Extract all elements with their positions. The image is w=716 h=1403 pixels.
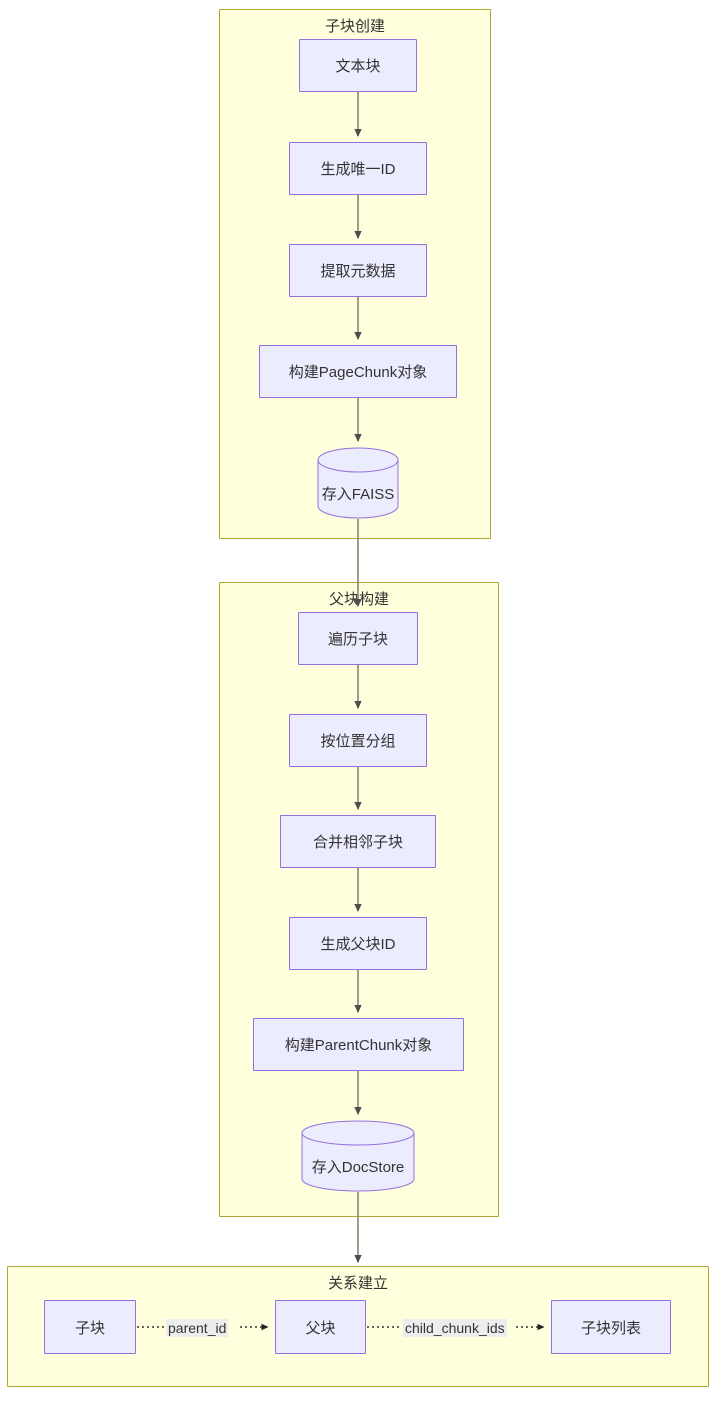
node-child-chunk-list[interactable]: 子块列表 xyxy=(551,1300,671,1354)
node-parent-chunk[interactable]: 父块 xyxy=(275,1300,366,1354)
node-child-chunk[interactable]: 子块 xyxy=(44,1300,136,1354)
node-label: 构建PageChunk对象 xyxy=(288,364,428,381)
node-extract-metadata[interactable]: 提取元数据 xyxy=(289,244,427,297)
node-merge-adjacent-chunks[interactable]: 合并相邻子块 xyxy=(280,815,436,868)
node-label: 合并相邻子块 xyxy=(312,834,403,851)
node-label: 子块列表 xyxy=(580,1319,641,1337)
node-store-faiss[interactable]: 存入FAISS xyxy=(317,447,399,519)
node-label: 生成唯一ID xyxy=(320,161,396,178)
node-build-parentchunk-object[interactable]: 构建ParentChunk对象 xyxy=(253,1018,464,1071)
node-label: 父块 xyxy=(305,1319,336,1337)
node-text-block[interactable]: 文本块 xyxy=(299,39,417,92)
node-label: 按位置分组 xyxy=(320,733,396,750)
node-label: 文本块 xyxy=(335,58,381,75)
cylinder-shape xyxy=(301,1120,415,1192)
node-label: 遍历子块 xyxy=(327,631,388,648)
edge-label-child-chunk-ids: child_chunk_ids xyxy=(403,1319,507,1337)
subgraph-title-relationship-establishment: 关系建立 xyxy=(327,1275,388,1292)
edge-label-parent-id: parent_id xyxy=(166,1319,229,1337)
node-label: 子块 xyxy=(74,1319,105,1337)
node-label: 构建ParentChunk对象 xyxy=(284,1037,433,1054)
node-label: 提取元数据 xyxy=(320,263,396,280)
subgraph-title-child-chunk-creation: 子块创建 xyxy=(324,18,385,35)
node-generate-parent-chunk-id[interactable]: 生成父块ID xyxy=(289,917,427,970)
node-traverse-child-chunks[interactable]: 遍历子块 xyxy=(298,612,418,665)
node-group-by-position[interactable]: 按位置分组 xyxy=(289,714,427,767)
node-label: 生成父块ID xyxy=(320,936,396,953)
node-store-docstore[interactable]: 存入DocStore xyxy=(301,1120,415,1192)
node-build-pagechunk-object[interactable]: 构建PageChunk对象 xyxy=(259,345,457,398)
subgraph-title-parent-chunk-building: 父块构建 xyxy=(328,591,389,608)
node-generate-unique-id[interactable]: 生成唯一ID xyxy=(289,142,427,195)
cylinder-shape xyxy=(317,447,399,519)
